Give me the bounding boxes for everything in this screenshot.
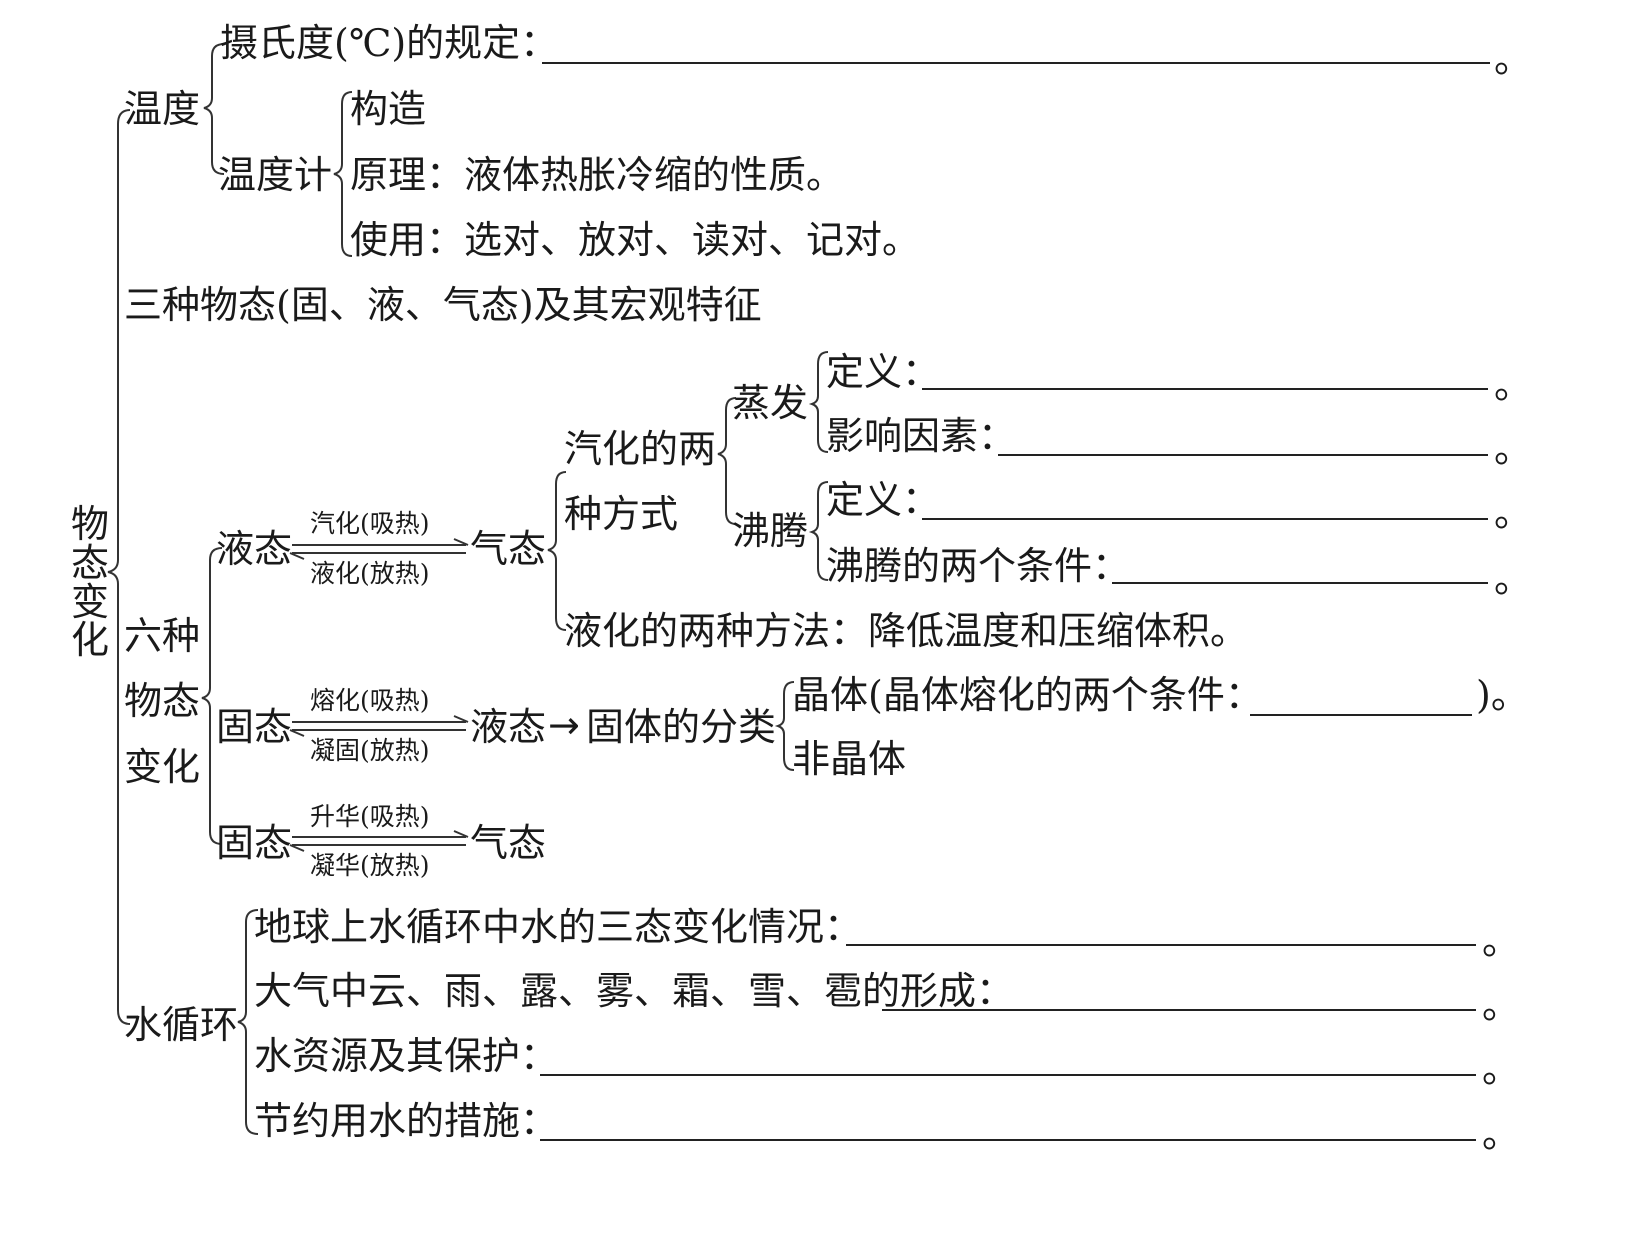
deposition-label: 凝华(放热) [310,851,430,880]
gas-state-label: 气态 [470,821,547,865]
thermometer-usage: 使用：选对、放对、读对、记对。 [350,218,921,262]
boiling-definition-label: 定义： [826,478,941,522]
water-cycle-item: 地球上水循环中水的三态变化情况： [254,905,863,949]
boiling-definition-blank[interactable] [922,518,1488,520]
boiling-brace [808,481,829,581]
water-cycle-item: 大气中云、雨、露、雾、霜、雪、雹的形成： [254,969,1015,1013]
thermometer-structure: 构造 [350,87,427,131]
period: 。 [1494,557,1533,601]
six-changes-brace [201,547,223,845]
thermometer-principle: 原理：液体热胀冷缩的性质。 [350,153,845,197]
boiling-conditions-blank[interactable] [1112,582,1488,584]
liquid-state-label: 液态 [216,527,293,571]
two-ways-brace [717,397,737,525]
solidification-label: 凝固(放热) [310,736,430,765]
period: 。 [1482,1047,1521,1091]
celsius-definition-label: 摄氏度(℃)的规定： [220,21,559,65]
arrow-right-icon: → [548,703,580,747]
root-label: 物态变化 [70,502,109,663]
temperature-brace [203,43,225,175]
period: 。 [1494,37,1533,81]
gas-state-label: 气态 [470,527,547,571]
evaporation-brace [808,351,829,453]
water-cycle-item: 水资源及其保护： [254,1034,559,1078]
water-cycle-label: 水循环 [124,1003,239,1047]
celsius-definition-blank[interactable] [542,62,1490,64]
period: 。 [1494,427,1533,471]
six-changes-label: 六种 物态 变化 [124,614,201,789]
crystal-melting-conditions-blank[interactable] [1250,714,1472,716]
solid-gas-arrows [289,830,469,852]
period: 。 [1494,491,1533,535]
period: 。 [1482,983,1521,1027]
evaporation-factors-blank[interactable] [998,454,1488,456]
water-cycle-item-blank[interactable] [540,1139,1476,1141]
vaporization-ways-label: 汽化的两种方式 [564,427,717,537]
solid-liquid-arrows [289,715,469,737]
water-cycle-item-blank[interactable] [882,1009,1476,1011]
melting-label: 熔化(吸热) [310,686,430,715]
root-brace [107,109,131,1025]
period: 。 [1482,919,1521,963]
temperature-label: 温度 [124,87,201,131]
water-cycle-item: 节约用水的措施： [254,1099,559,1143]
water-cycle-item-blank[interactable] [846,944,1476,946]
liquid-gas-arrows [289,538,469,560]
period: 。 [1482,1112,1521,1156]
evaporation-label: 蒸发 [732,381,809,425]
solid-state-label: 固态 [216,705,293,749]
liquefaction-methods: 液化的两种方法：降低温度和压缩体积。 [564,609,1249,653]
solid-classification-label: 固体的分类 [586,705,777,749]
amorphous-label: 非晶体 [792,737,907,781]
evaporation-definition-blank[interactable] [922,388,1488,390]
crystal-label: 晶体(晶体熔化的两个条件： [792,673,1263,717]
liquefaction-label: 液化(放热) [310,559,430,588]
gas-brace [547,471,567,631]
thermometer-label: 温度计 [218,153,333,197]
solid-state-label: 固态 [216,821,293,865]
evaporation-factors-label: 影响因素： [826,414,1017,458]
water-cycle-brace [237,909,259,1135]
liquid-state-label: 液态 [470,705,547,749]
boiling-conditions-label: 沸腾的两个条件： [826,544,1131,588]
boiling-label: 沸腾 [732,509,809,553]
water-cycle-item-blank[interactable] [540,1074,1476,1076]
classification-brace [774,681,795,771]
period: 。 [1494,363,1533,407]
three-states-label: 三种物态(固、液、气态)及其宏观特征 [124,283,762,327]
sublimation-label: 升华(吸热) [310,802,430,831]
vaporization-label: 汽化(吸热) [310,509,430,538]
evaporation-definition-label: 定义： [826,350,941,394]
crystal-label-suffix: )。 [1476,673,1529,717]
thermometer-brace [333,91,353,257]
